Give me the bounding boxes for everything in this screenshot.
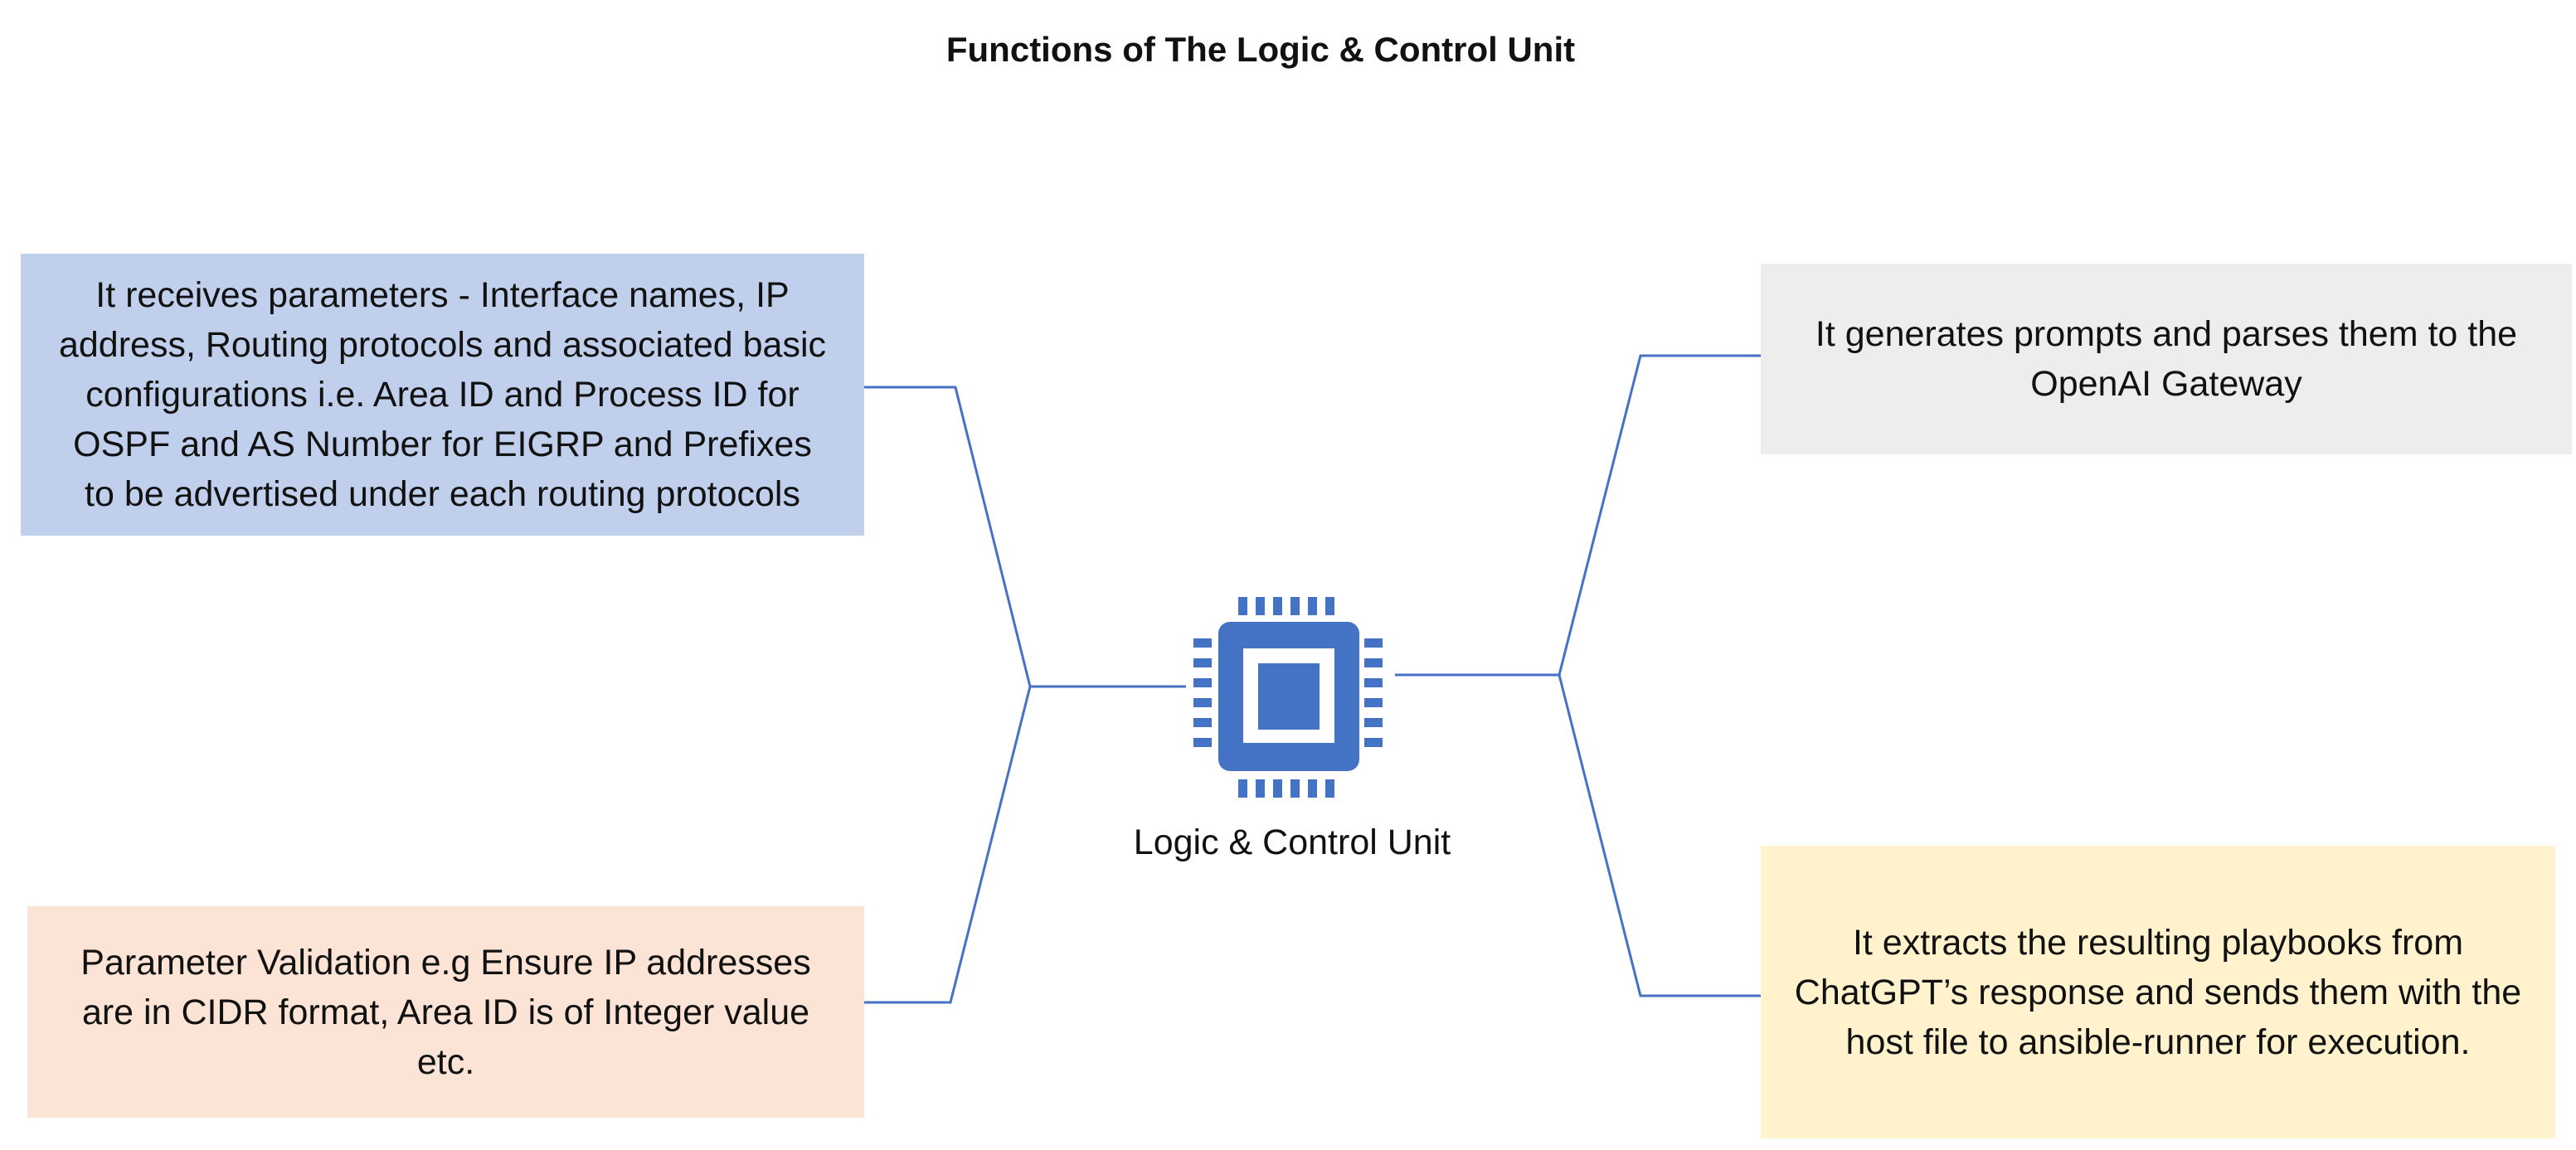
connector-receive-parameters [863, 386, 1186, 688]
connector-extract-playbooks [1558, 674, 1762, 997]
receive-parameters-box: It receives parameters - Interface names… [21, 254, 864, 536]
extract-playbooks-box: It extracts the resulting playbooks from… [1761, 846, 2555, 1138]
center-unit-label: Logic & Control Unit [1133, 822, 1451, 862]
cpu-chip-icon [1193, 597, 1383, 798]
connector-generate-prompts [1395, 354, 1762, 677]
receive-parameters-text: It receives parameters - Interface names… [58, 275, 827, 514]
extract-playbooks-text: It extracts the resulting playbooks from… [1794, 922, 2522, 1062]
connector-parameter-validation [863, 686, 1032, 1004]
diagram-title: Functions of The Logic & Control Unit [945, 30, 1576, 69]
parameter-validation-box: Parameter Validation e.g Ensure IP addre… [27, 906, 864, 1118]
parameter-validation-text: Parameter Validation e.g Ensure IP addre… [80, 942, 811, 1082]
generate-prompts-text: It generates prompts and parses them to … [1815, 314, 2518, 404]
generate-prompts-box: It generates prompts and parses them to … [1761, 264, 2572, 454]
